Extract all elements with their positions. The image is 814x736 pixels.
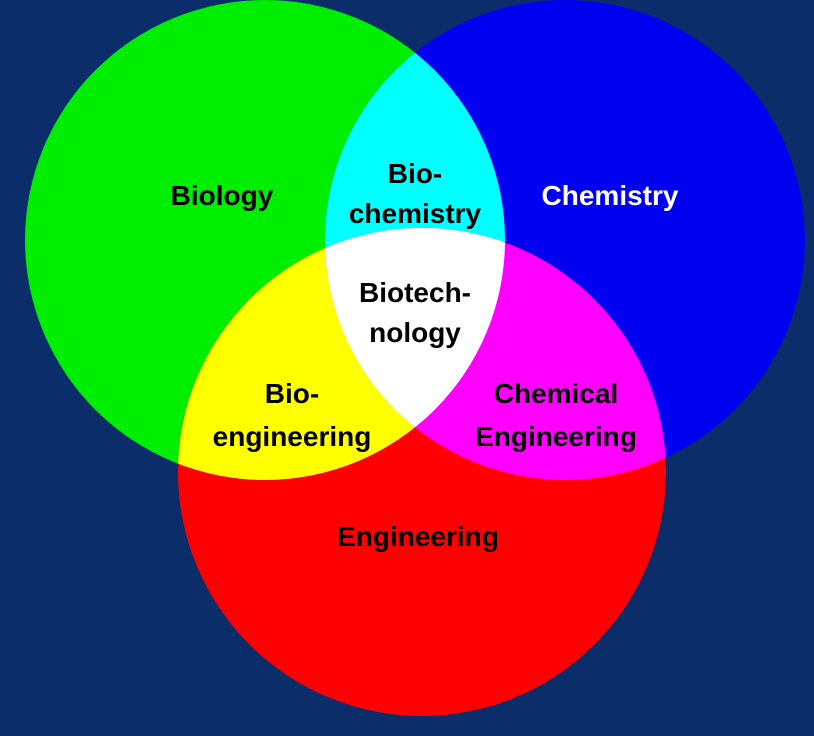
chemistry-label: Chemistry	[542, 180, 679, 211]
biotechnology-label-line1: Biotech-	[359, 277, 471, 308]
chemical-engineering-label-line1: Chemical	[494, 378, 619, 409]
chemical-engineering-label-line2: Engineering	[475, 421, 637, 452]
biotechnology-label-line2: nology	[369, 317, 461, 348]
bioengineering-label-line2: engineering	[213, 421, 372, 452]
biochemistry-label-line1: Bio-	[388, 158, 442, 189]
biology-label: Biology	[171, 180, 274, 211]
biochemistry-label-line2: chemistry	[349, 198, 482, 229]
bioengineering-label-line1: Bio-	[265, 378, 319, 409]
engineering-label: Engineering	[337, 521, 499, 552]
